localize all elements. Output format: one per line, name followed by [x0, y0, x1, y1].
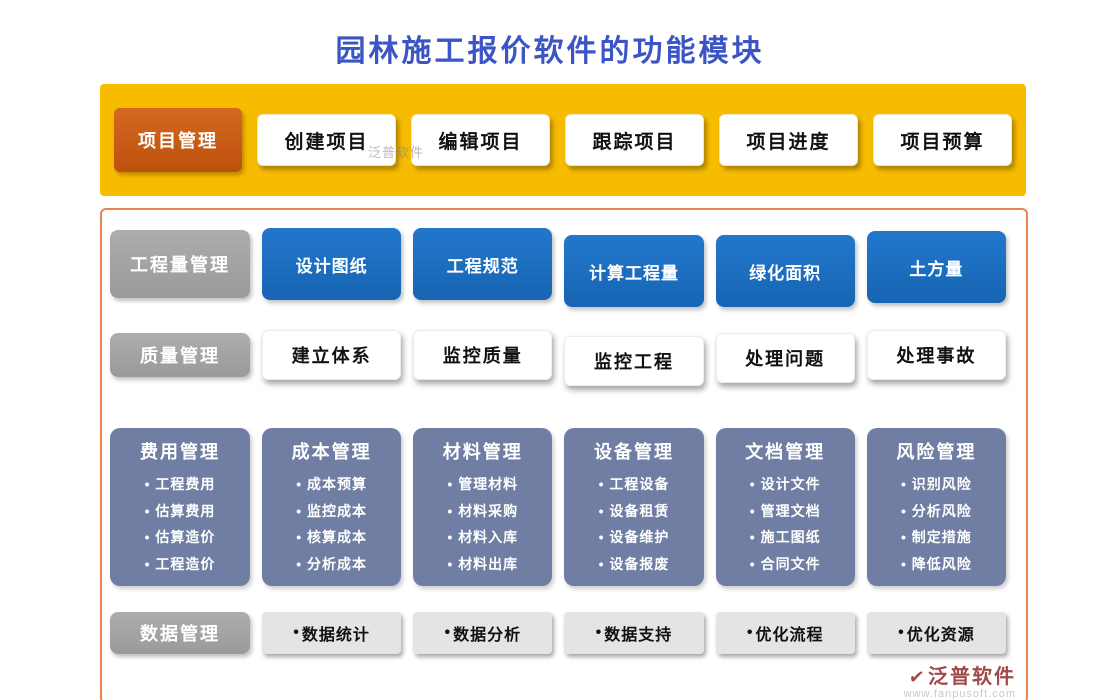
card-item: 分析成本: [262, 551, 401, 578]
card-item: 设备维护: [564, 524, 703, 551]
card-item-list: 工程费用 估算费用 估算造价 工程造价: [110, 471, 250, 577]
risk-management-card: 风险管理 识别风险 分析风险 制定措施 降低风险: [866, 428, 1006, 586]
card-item-list: 工程设备 设备租赁 设备维护 设备报废: [564, 471, 703, 577]
establish-system-button[interactable]: 建立体系: [262, 330, 402, 380]
card-item: 工程造价: [110, 551, 250, 578]
card-item: 材料入库: [413, 524, 552, 551]
card-item: 工程设备: [564, 471, 703, 498]
card-item: 材料采购: [413, 498, 552, 525]
card-item: 管理文档: [716, 498, 855, 525]
card-item: 估算费用: [110, 498, 250, 525]
optimize-process-button[interactable]: 优化流程: [715, 612, 855, 654]
quality-management-row: 质量管理 建立体系 监控质量 监控工程 处理问题 处理事故: [110, 330, 1006, 386]
data-statistics-button[interactable]: 数据统计: [262, 612, 402, 654]
card-title: 设备管理: [593, 442, 674, 462]
brand-url: www.fanpusoft.com: [903, 687, 1016, 700]
cost-management-card: 成本管理 成本预算 监控成本 核算成本 分析成本: [262, 428, 402, 586]
brand-check-icon: ✔: [907, 666, 928, 687]
card-item: 工程费用: [110, 471, 250, 498]
quality-management-label: 质量管理: [110, 333, 250, 377]
card-item: 分析风险: [867, 498, 1006, 525]
document-management-card: 文档管理 设计文件 管理文档 施工图纸 合同文件: [715, 428, 855, 586]
engineering-specs-button[interactable]: 工程规范: [413, 228, 553, 300]
optimize-resources-button[interactable]: 优化资源: [866, 612, 1006, 654]
page-title: 园林施工报价软件的功能模块: [335, 35, 765, 68]
card-title: 文档管理: [745, 442, 826, 462]
quantity-management-label: 工程量管理: [110, 230, 250, 298]
card-item: 降低风险: [867, 551, 1006, 578]
card-item: 制定措施: [867, 524, 1006, 551]
design-drawings-button[interactable]: 设计图纸: [262, 228, 402, 300]
card-item-list: 成本预算 监控成本 核算成本 分析成本: [262, 471, 401, 577]
create-project-button[interactable]: 创建项目: [257, 114, 396, 166]
card-title: 成本管理: [291, 442, 372, 462]
data-management-row: 数据管理 数据统计 数据分析 数据支持 优化流程 优化资源: [110, 612, 1006, 654]
material-management-card: 材料管理 管理材料 材料采购 材料入库 材料出库: [413, 428, 553, 586]
greening-area-button[interactable]: 绿化面积: [715, 235, 855, 307]
card-item: 管理材料: [413, 471, 552, 498]
main-panel: 工程量管理 设计图纸 工程规范 计算工程量 绿化面积 土方量 质量管理 建立体系…: [100, 208, 1028, 700]
card-item: 识别风险: [867, 471, 1006, 498]
card-item-list: 管理材料 材料采购 材料入库 材料出库: [413, 471, 552, 577]
edit-project-button[interactable]: 编辑项目: [411, 114, 550, 166]
handle-accidents-button[interactable]: 处理事故: [866, 330, 1006, 380]
monitor-quality-button[interactable]: 监控质量: [413, 330, 553, 380]
card-item: 合同文件: [716, 551, 855, 578]
card-item: 设计文件: [716, 471, 855, 498]
data-analysis-button[interactable]: 数据分析: [413, 612, 553, 654]
module-cards-row: 费用管理 工程费用 估算费用 估算造价 工程造价 成本管理 成本预算 监控成本 …: [110, 428, 1006, 586]
card-item: 设备报废: [564, 551, 703, 578]
card-item-list: 识别风险 分析风险 制定措施 降低风险: [867, 471, 1006, 577]
card-item: 监控成本: [262, 498, 401, 525]
track-project-button[interactable]: 跟踪项目: [565, 114, 704, 166]
quantity-management-row: 工程量管理 设计图纸 工程规范 计算工程量 绿化面积 土方量: [110, 228, 1006, 307]
data-management-label: 数据管理: [110, 612, 250, 654]
project-management-button[interactable]: 项目管理: [114, 108, 242, 172]
brand-footer: ✔泛普软件 www.fanpusoft.com: [904, 666, 1016, 700]
earthwork-button[interactable]: 土方量: [866, 231, 1006, 303]
card-item: 估算造价: [110, 524, 250, 551]
data-support-button[interactable]: 数据支持: [564, 612, 704, 654]
card-title: 材料管理: [442, 442, 523, 462]
card-item: 设备租赁: [564, 498, 703, 525]
monitor-project-button[interactable]: 监控工程: [564, 336, 704, 386]
card-item: 材料出库: [413, 551, 552, 578]
calculate-quantity-button[interactable]: 计算工程量: [564, 235, 704, 307]
project-management-banner: 项目管理 创建项目 编辑项目 跟踪项目 项目进度 项目预算 泛普软件: [100, 84, 1026, 196]
handle-issues-button[interactable]: 处理问题: [715, 333, 855, 383]
expense-management-card: 费用管理 工程费用 估算费用 估算造价 工程造价: [110, 428, 250, 586]
infographic-page: 园林施工报价软件的功能模块 项目管理 创建项目 编辑项目 跟踪项目 项目进度 项…: [0, 26, 1100, 700]
card-item-list: 设计文件 管理文档 施工图纸 合同文件: [716, 471, 855, 577]
card-item: 施工图纸: [716, 524, 855, 551]
card-title: 风险管理: [896, 442, 977, 462]
card-item: 核算成本: [262, 524, 401, 551]
card-item: 成本预算: [262, 471, 401, 498]
project-budget-button[interactable]: 项目预算: [873, 114, 1012, 166]
brand-text: 泛普软件: [928, 665, 1016, 688]
card-title: 费用管理: [140, 442, 220, 462]
brand-name: ✔泛普软件: [904, 666, 1016, 688]
project-progress-button[interactable]: 项目进度: [719, 114, 858, 166]
equipment-management-card: 设备管理 工程设备 设备租赁 设备维护 设备报废: [564, 428, 704, 586]
